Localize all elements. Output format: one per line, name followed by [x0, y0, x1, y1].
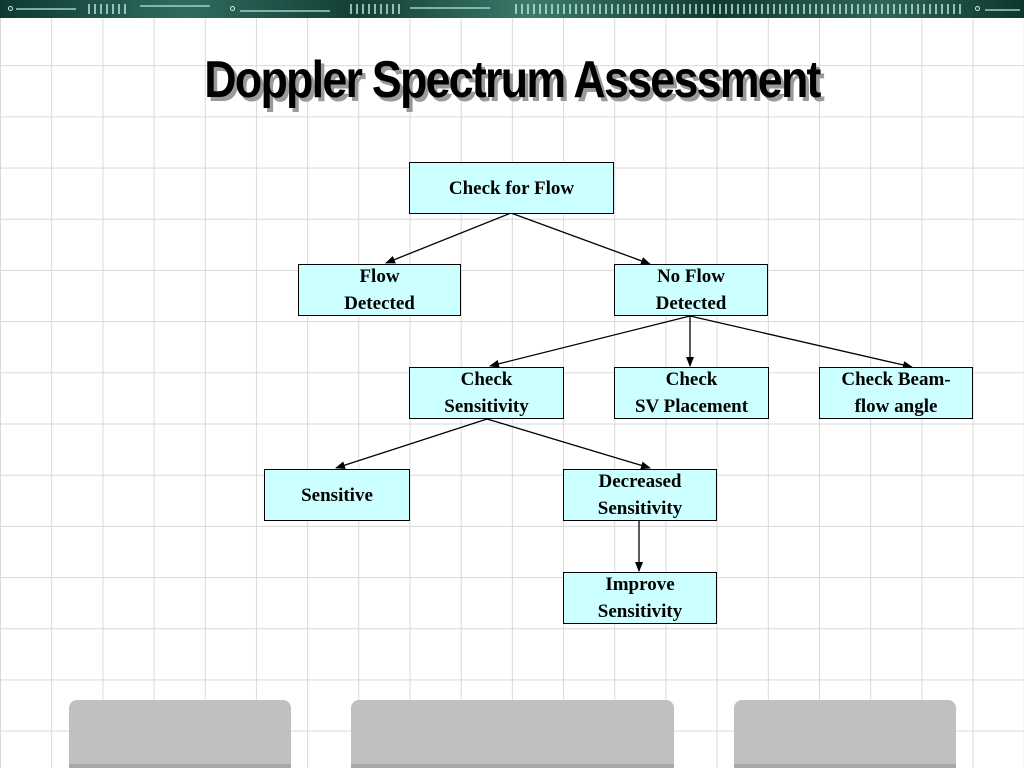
footer-button-center[interactable]	[351, 700, 674, 768]
node-check-sensitivity: Check Sensitivity	[409, 367, 564, 419]
node-improve-sensitivity: Improve Sensitivity	[563, 572, 717, 624]
edge-no-flow-to-beam-angle	[689, 315, 913, 369]
node-check-sv-placement: Check SV Placement	[614, 367, 769, 419]
edge-check-flow-to-no-flow	[510, 212, 651, 265]
edge-sensitivity-to-sensitive	[335, 418, 488, 470]
footer-button-right[interactable]	[734, 700, 956, 768]
node-no-flow-detected: No Flow Detected	[614, 264, 768, 316]
slide-title: Doppler Spectrum Assessment	[204, 51, 821, 109]
node-sensitive: Sensitive	[264, 469, 410, 521]
circuit-board-banner	[0, 0, 1024, 18]
edge-sensitivity-to-decreased	[486, 418, 651, 470]
node-decreased-sensitivity: Decreased Sensitivity	[563, 469, 717, 521]
node-check-beam-flow-angle: Check Beam- flow angle	[819, 367, 973, 419]
edge-no-flow-to-check-sensitivity	[489, 315, 691, 368]
node-flow-detected: Flow Detected	[298, 264, 461, 316]
edge-check-flow-to-flow-detected	[385, 212, 512, 264]
node-check-for-flow: Check for Flow	[409, 162, 614, 214]
footer-button-left[interactable]	[69, 700, 291, 768]
